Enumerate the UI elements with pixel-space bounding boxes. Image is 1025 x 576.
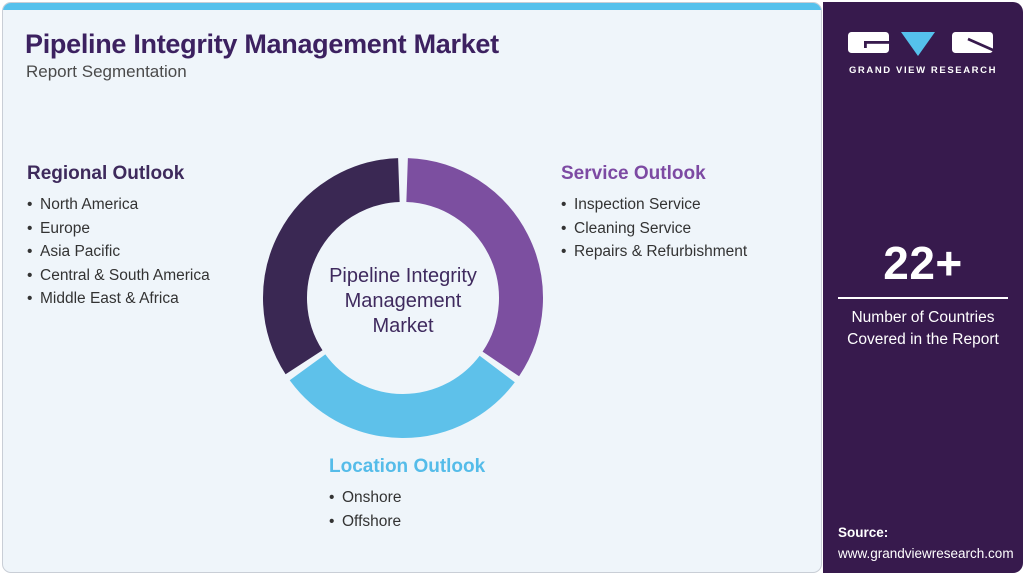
list-item: • Inspection Service bbox=[561, 193, 747, 217]
main-card: Pipeline Integrity Management Market Rep… bbox=[2, 2, 822, 573]
list-item-label: Asia Pacific bbox=[40, 243, 121, 260]
stat-description-line: Number of Countries bbox=[851, 309, 995, 326]
donut-segment-service-outlook bbox=[405, 158, 543, 377]
donut-chart-svg bbox=[263, 158, 543, 438]
bullet-icon: • bbox=[27, 219, 33, 237]
grand-view-research-logo: GRAND VIEW RESEARCH bbox=[848, 32, 997, 76]
stat-value: 22+ bbox=[883, 237, 963, 289]
service-outlook-heading: Service Outlook bbox=[561, 163, 706, 184]
gvr-logo-mark-g bbox=[848, 32, 889, 53]
sidebar: GRAND VIEW RESEARCH 22+ Number of Countr… bbox=[823, 2, 1023, 573]
bullet-icon: • bbox=[561, 196, 567, 213]
donut-segment-location-outlook bbox=[289, 353, 515, 438]
bullet-icon: • bbox=[27, 290, 33, 307]
page-title: Pipeline Integrity Management Market bbox=[25, 29, 499, 59]
list-item-label: Europe bbox=[40, 219, 90, 237]
bullet-icon: • bbox=[27, 243, 33, 260]
gvr-logo-mark-v bbox=[901, 32, 935, 56]
bullet-icon: • bbox=[329, 512, 335, 530]
page-subtitle: Report Segmentation bbox=[26, 62, 187, 81]
list-item: • North America bbox=[27, 193, 210, 217]
bullet-icon: • bbox=[27, 196, 33, 213]
bullet-icon: • bbox=[561, 243, 567, 260]
bullet-icon: • bbox=[561, 219, 567, 237]
list-item-label: North America bbox=[40, 196, 139, 213]
list-item-label: Central & South America bbox=[40, 266, 210, 284]
stat-description-line: Covered in the Report bbox=[847, 331, 999, 348]
gvr-logo-mark-r bbox=[952, 32, 995, 53]
bullet-icon: • bbox=[27, 266, 33, 284]
list-item: • Offshore bbox=[329, 510, 485, 534]
regional-outlook-section: Regional Outlook • North America • Europe … bbox=[27, 163, 210, 311]
list-item-label: Middle East & Africa bbox=[40, 290, 179, 307]
list-item: • Middle East & Africa bbox=[27, 287, 210, 311]
list-item-label: Repairs & Refurbishment bbox=[574, 243, 748, 260]
list-item: • Central & South America bbox=[27, 264, 210, 288]
countries-stat: 22+ Number of Countries Covered in the R… bbox=[823, 236, 1023, 351]
donut-center-line: Market bbox=[372, 314, 434, 337]
source-url: www.grandviewresearch.com bbox=[838, 546, 1014, 561]
location-outlook-list: • Onshore • Offshore bbox=[329, 486, 485, 533]
location-outlook-section: Location Outlook • Onshore • Offshore bbox=[329, 456, 485, 533]
list-item: • Onshore bbox=[329, 486, 485, 510]
bullet-icon: • bbox=[329, 489, 335, 506]
donut-center-line: Management bbox=[344, 289, 462, 312]
brand-name-text: GRAND VIEW RESEARCH bbox=[849, 65, 997, 76]
donut-center-line: Pipeline Integrity bbox=[329, 264, 477, 287]
list-item: • Repairs & Refurbishment bbox=[561, 240, 747, 264]
stat-description: Number of Countries Covered in the Repor… bbox=[823, 307, 1023, 351]
stat-divider bbox=[838, 297, 1008, 299]
source-label: Source: bbox=[838, 525, 889, 540]
source-block: Source: www.grandviewresearch.com bbox=[838, 522, 1014, 564]
list-item-label: Cleaning Service bbox=[574, 219, 692, 237]
list-item: • Cleaning Service bbox=[561, 217, 747, 241]
list-item-label: Inspection Service bbox=[574, 196, 701, 213]
service-outlook-list: • Inspection Service • Cleaning Service • R… bbox=[561, 193, 747, 264]
regional-outlook-heading: Regional Outlook bbox=[27, 163, 185, 184]
list-item-label: Onshore bbox=[342, 489, 402, 506]
list-item: • Europe bbox=[27, 217, 210, 241]
top-accent-bar bbox=[3, 3, 821, 10]
list-item-label: Offshore bbox=[342, 512, 402, 530]
donut-segment-regional-outlook bbox=[263, 158, 401, 375]
location-outlook-heading: Location Outlook bbox=[329, 456, 486, 477]
regional-outlook-list: • North America • Europe • Asia Pacific • Ce… bbox=[27, 193, 210, 311]
list-item: • Asia Pacific bbox=[27, 240, 210, 264]
donut-center-label: Pipeline Integrity Management Market bbox=[258, 153, 548, 443]
service-outlook-section: Service Outlook • Inspection Service • Cle… bbox=[561, 163, 747, 264]
donut-chart: Pipeline Integrity Management Market bbox=[258, 153, 548, 443]
